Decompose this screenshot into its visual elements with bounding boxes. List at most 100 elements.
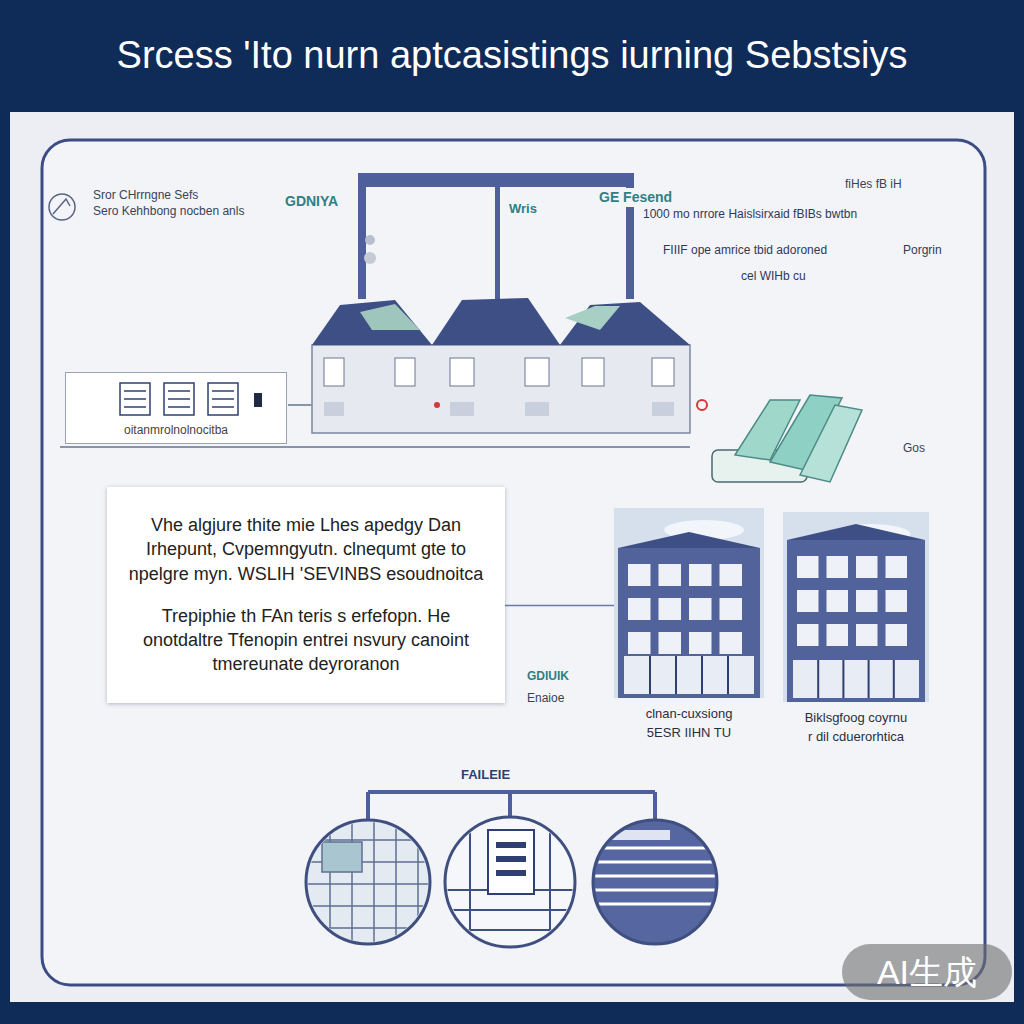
window <box>496 842 526 848</box>
plan-icon <box>440 820 580 950</box>
building-body <box>787 540 925 702</box>
mullion <box>817 660 819 698</box>
window <box>797 624 819 646</box>
annotation-label: Porgrin <box>900 242 945 258</box>
building-roof <box>432 298 560 345</box>
annotation-label: GDIUIK <box>524 668 572 684</box>
grid-icon <box>120 383 150 415</box>
facade-top <box>612 830 670 840</box>
grid-line <box>124 398 146 400</box>
annotation-label: cel WIHb cu <box>738 268 809 284</box>
window <box>689 564 712 586</box>
connector-line <box>505 605 614 607</box>
mullion <box>893 660 895 698</box>
mullion <box>701 656 703 694</box>
building-roof <box>312 300 432 345</box>
window <box>659 564 682 586</box>
detail-circle <box>445 817 575 947</box>
floor-grid <box>300 810 440 950</box>
box-label: oitanmrolnolnocitba <box>72 423 280 438</box>
bracket-leg <box>366 792 370 820</box>
grid-line <box>168 390 190 392</box>
window <box>827 590 849 612</box>
picture-caption: clnan-cuxsiong <box>614 706 764 722</box>
window <box>720 598 743 620</box>
window <box>652 358 674 386</box>
detail-circle <box>306 820 430 944</box>
body-text: Trepiphie th FAn teris s erfefopn. He on… <box>127 604 485 677</box>
annotation-label: fiHes fB iH <box>842 176 905 192</box>
marker-dot <box>434 402 440 408</box>
window <box>797 556 819 578</box>
roof <box>618 532 760 548</box>
window <box>689 598 712 620</box>
building-body <box>312 345 690 433</box>
grid-line <box>168 398 190 400</box>
base-line <box>60 446 690 448</box>
window <box>496 856 526 862</box>
building-picture <box>614 508 764 698</box>
building-picture <box>783 512 929 702</box>
grid-icon <box>164 383 194 415</box>
grid-line <box>124 390 146 392</box>
bed-seat <box>800 405 862 482</box>
building-roof <box>560 302 690 345</box>
marker-dot <box>697 400 707 410</box>
window <box>886 624 908 646</box>
annotation-label: 1000 mo nrrore Haislsirxaid fBIBs bwtbn <box>640 206 860 222</box>
roof <box>787 524 925 540</box>
grid-line <box>124 406 146 408</box>
annotation-label: Enaioe <box>524 690 567 706</box>
grid-lines <box>440 820 580 950</box>
window <box>689 632 712 654</box>
window <box>628 564 651 586</box>
leader-line <box>288 404 312 406</box>
bed-icons <box>712 395 862 482</box>
tower <box>488 830 534 894</box>
logo-ring <box>49 194 75 220</box>
window <box>886 590 908 612</box>
facade-lines <box>595 848 715 904</box>
window <box>827 556 849 578</box>
page-title: Srcess 'Ito nurn aptcasistings iurning S… <box>0 34 1024 77</box>
building-card: clnan-cuxsiong 5ESR IIHN TU <box>614 508 764 742</box>
mullion <box>649 656 651 694</box>
picture-caption: 5ESR IIHN TU <box>614 725 764 741</box>
mullion <box>868 660 870 698</box>
window <box>652 402 674 416</box>
dot <box>365 235 375 245</box>
window <box>628 598 651 620</box>
mullion <box>727 656 729 694</box>
window <box>856 590 878 612</box>
window <box>856 624 878 646</box>
picture-caption: r dil cduerorhtica <box>783 729 929 745</box>
grid-line <box>212 398 234 400</box>
text-box: Vhe algjure thite mie Lhes apedgy Dan Ir… <box>107 487 505 703</box>
window <box>395 358 415 386</box>
mullion <box>842 660 844 698</box>
mullion <box>675 656 677 694</box>
window <box>856 556 878 578</box>
window <box>827 624 849 646</box>
window <box>525 402 549 416</box>
grid-line <box>212 390 234 392</box>
window <box>720 632 743 654</box>
small-block <box>254 393 262 407</box>
window <box>450 358 474 386</box>
window <box>628 632 651 654</box>
sky <box>614 508 764 698</box>
bracket-leg <box>653 792 657 820</box>
bracket-leg <box>358 187 366 299</box>
dot <box>364 252 376 264</box>
window <box>720 564 743 586</box>
panel-icons <box>72 379 280 419</box>
glass-floor <box>624 656 754 694</box>
annotation-label: Sror CHrrngne Sefs <box>90 187 201 203</box>
annotation-label: Sero Kehhbong nocben anls <box>90 203 247 219</box>
building-body <box>618 548 760 698</box>
roof-glass <box>565 306 620 330</box>
watermark: AI生成 <box>842 944 1012 1000</box>
picture-caption: Biklsgfoog coyrnu <box>783 710 929 726</box>
body-text: Vhe algjure thite mie Lhes apedgy Dan Ir… <box>127 513 485 586</box>
